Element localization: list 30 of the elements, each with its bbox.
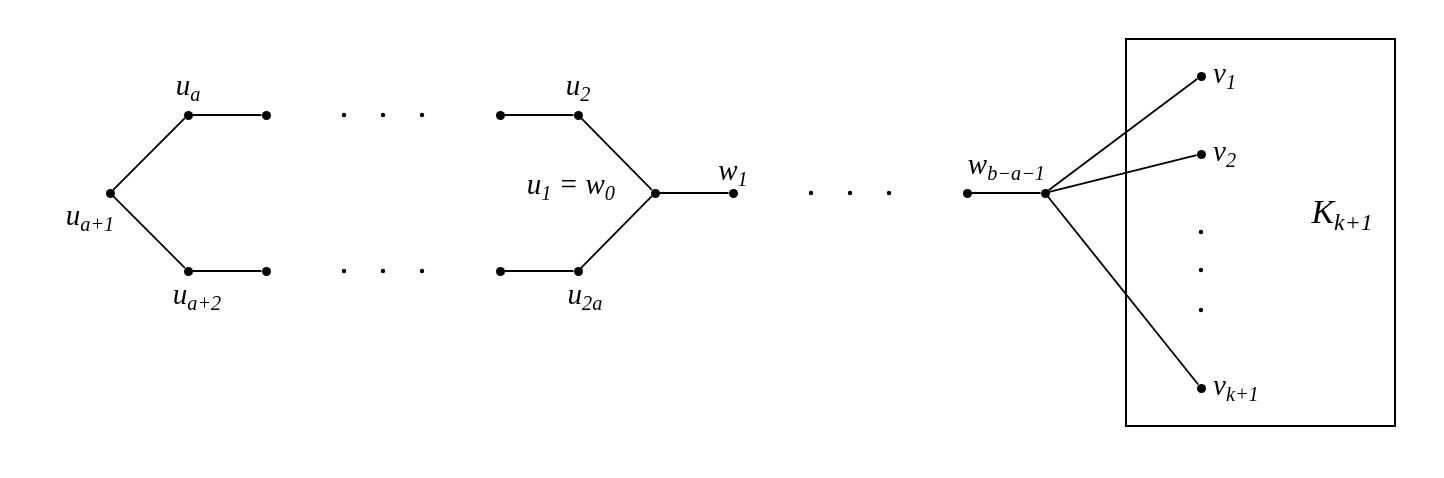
subgraph-box bbox=[1125, 38, 1396, 427]
vertex-dot bbox=[261, 110, 271, 120]
vertex-label: u$_{a}$ bbox=[175, 71, 201, 105]
subgraph-label: K$_{k+1}$ bbox=[1311, 195, 1373, 235]
vertex-label: v$_{1}$ bbox=[1213, 59, 1236, 93]
vertex-label: v$_{k+1}$ bbox=[1213, 371, 1259, 405]
vertex-label: u$_{a+2}$ bbox=[172, 280, 222, 314]
graph-edge bbox=[1048, 154, 1198, 193]
graph-edge bbox=[191, 270, 263, 272]
graph-edge bbox=[1046, 195, 1200, 386]
vertex-label: u$_{2}$ bbox=[565, 71, 591, 105]
vertex-label: u$_{2a}$ bbox=[567, 280, 603, 314]
graph-edge bbox=[191, 114, 263, 116]
graph-edge bbox=[970, 192, 1042, 194]
graph-edge bbox=[658, 192, 730, 194]
vertex-dot bbox=[495, 266, 505, 276]
vertex-dot bbox=[261, 266, 271, 276]
vertex-label: v$_{2}$ bbox=[1213, 137, 1236, 171]
vertex-dot bbox=[962, 188, 972, 198]
graph-edge bbox=[580, 195, 653, 269]
graph-edge bbox=[112, 117, 186, 191]
graph-edge bbox=[112, 195, 186, 269]
graph-edge bbox=[503, 270, 575, 272]
vertex-label: w$_{1}$ bbox=[718, 156, 748, 190]
vertex-label: u$_{a+1}$ bbox=[65, 201, 115, 235]
vertex-label: u$_{1}$ = w$_{0}$ bbox=[526, 170, 615, 204]
graph-edge bbox=[1047, 77, 1199, 192]
vertex-dot bbox=[495, 110, 505, 120]
vertex-label: w$_{b−a−1}$ bbox=[967, 150, 1045, 184]
graph-edge bbox=[580, 117, 653, 191]
